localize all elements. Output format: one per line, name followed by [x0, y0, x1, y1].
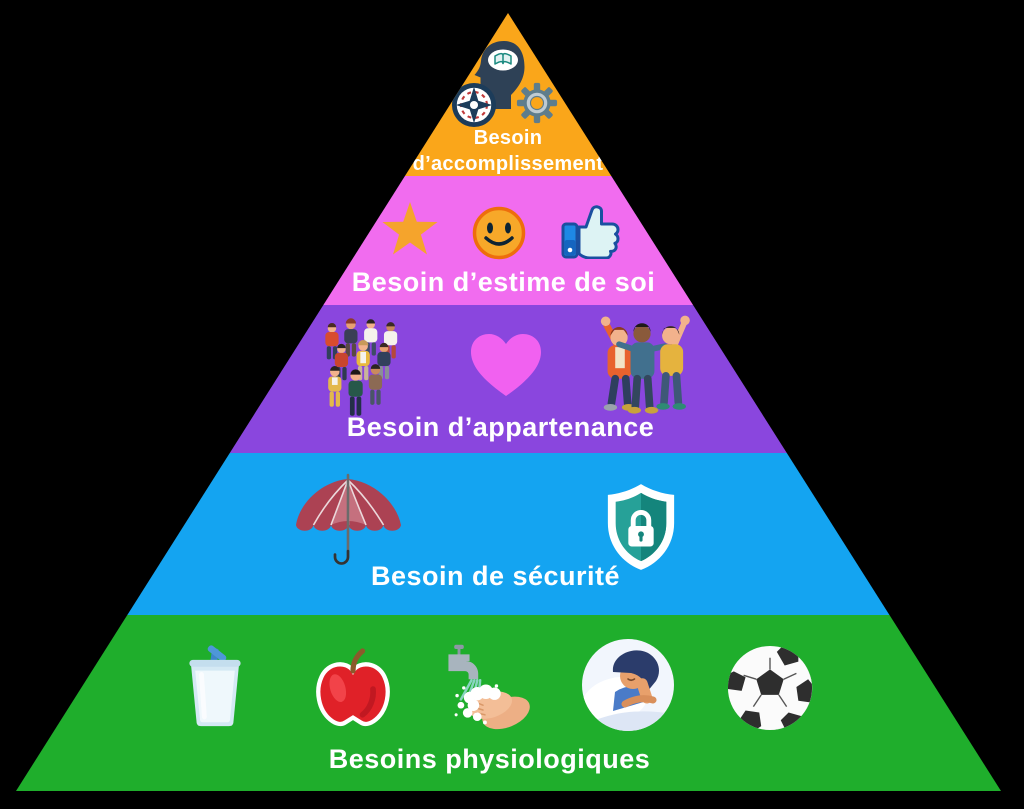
hand-washing-icon [435, 641, 531, 731]
compass-target-icon [451, 82, 497, 128]
head-knowledge-icon [472, 39, 530, 113]
label-accomplissement: Besoin d’accomplissement [358, 125, 658, 177]
apple-icon [313, 648, 393, 732]
maslow-pyramid: Besoin d’accomplissement Besoin d’estime… [16, 13, 1001, 791]
label-estime-de-soi: Besoin d’estime de soi [351, 267, 656, 297]
label-accomplissement-line2: d’accomplissement [412, 153, 604, 175]
sleeping-person-icon [581, 638, 675, 732]
thumbs-up-icon [560, 201, 622, 259]
star-icon [381, 202, 439, 260]
label-securite: Besoin de sécurité [370, 561, 621, 591]
crowd-icon [318, 315, 414, 419]
soccer-ball-icon [726, 644, 814, 732]
shield-lock-icon [603, 481, 679, 575]
label-physiologiques: Besoins physiologiques [328, 744, 651, 774]
gear-icon [516, 82, 558, 124]
smiley-face-icon [472, 206, 526, 260]
water-glass-icon [186, 645, 244, 729]
label-accomplissement-line1: Besoin [473, 127, 543, 149]
label-appartenance: Besoin d’appartenance [346, 412, 655, 442]
umbrella-icon [288, 473, 408, 581]
heart-icon [469, 332, 543, 400]
friends-celebrating-icon [582, 306, 702, 416]
